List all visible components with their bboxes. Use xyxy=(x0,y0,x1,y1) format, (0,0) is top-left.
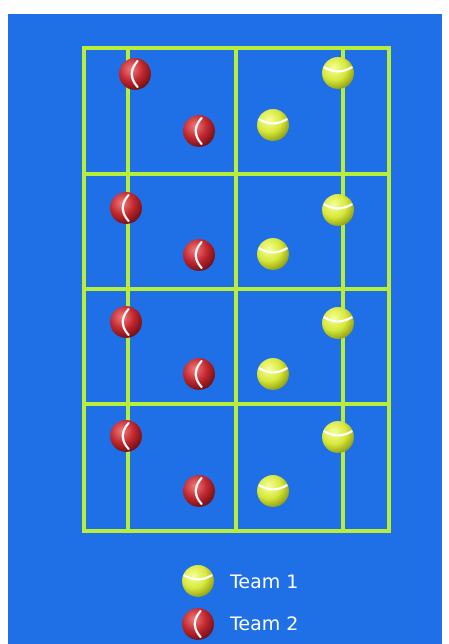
yellow-ball-body xyxy=(322,194,354,226)
tennis-court-grid xyxy=(84,48,389,531)
team1-ball-2 xyxy=(257,109,289,141)
yellow-ball-body xyxy=(257,475,289,507)
yellow-tennis-ball-icon xyxy=(182,565,214,597)
team1-ball-6 xyxy=(257,358,289,390)
yellow-ball-body xyxy=(257,238,289,270)
team1-ball-4 xyxy=(257,238,289,270)
team1-ball-8 xyxy=(257,475,289,507)
team2-ball-7 xyxy=(110,420,142,452)
team2-ball-8 xyxy=(183,475,215,507)
legend-label-team1: Team 1 xyxy=(229,571,298,593)
yellow-ball-body xyxy=(322,307,354,339)
team1-ball-3 xyxy=(322,194,354,226)
yellow-ball-body xyxy=(257,109,289,141)
yellow-ball-body xyxy=(322,421,354,453)
red-tennis-ball-icon xyxy=(182,608,214,640)
yellow-ball-body xyxy=(322,57,354,89)
diagram-background xyxy=(8,14,442,644)
legend-label-team2: Team 2 xyxy=(229,613,298,635)
team2-ball-6 xyxy=(183,358,215,390)
team1-ball-7 xyxy=(322,421,354,453)
team2-ball-3 xyxy=(110,192,142,224)
team1-ball-1 xyxy=(322,57,354,89)
legend-ball-team1 xyxy=(182,565,214,597)
team1-ball-5 xyxy=(322,307,354,339)
legend-ball-team2 xyxy=(182,608,214,640)
team2-ball-4 xyxy=(183,239,215,271)
team2-ball-2 xyxy=(183,115,215,147)
yellow-ball-body xyxy=(182,565,214,597)
team2-ball-1 xyxy=(119,58,151,90)
team2-ball-5 xyxy=(110,306,142,338)
yellow-ball-body xyxy=(257,358,289,390)
